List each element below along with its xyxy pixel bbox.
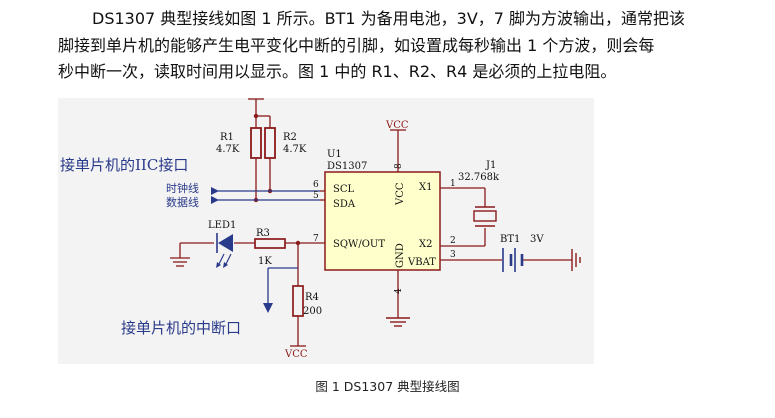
pin-5-number: 5 (313, 191, 319, 201)
u1-ref: U1 (327, 149, 342, 160)
pin-gnd-label: GND (395, 243, 406, 268)
r1-resistor (250, 127, 262, 159)
pin-x1-label: X1 (419, 182, 432, 193)
pin-x2-label: X2 (419, 239, 432, 250)
j1-ref: J1 (485, 160, 496, 171)
pin-2-number: 2 (450, 236, 456, 246)
pin-vbat-label: VBAT (407, 257, 436, 268)
data-line-label: 数据线 (166, 195, 199, 209)
r4-ref: R4 (305, 292, 319, 303)
clock-line-label: 时钟线 (166, 181, 199, 195)
r1-ref: R1 (220, 132, 234, 143)
sqw-output-network (170, 238, 325, 347)
pin-sqw-label: SQW/OUT (333, 239, 385, 250)
r1-value: 4.7K (216, 144, 240, 155)
iic-lines (211, 187, 320, 204)
r1-r2-pullup-group (248, 98, 276, 200)
pin-3-number: 3 (450, 250, 456, 260)
r2-value: 4.7K (283, 144, 307, 155)
pin-1-number: 1 (450, 179, 456, 189)
vcc-label-bottom: VCC (284, 349, 308, 360)
ground-icon (571, 249, 581, 271)
r2-resistor (264, 127, 276, 159)
u1-chip-body (324, 171, 441, 271)
chip-pin-leads (320, 129, 572, 318)
j1-crystal (473, 206, 497, 227)
r2-ref: R2 (283, 132, 297, 143)
r4-value: 200 (303, 306, 322, 317)
figure-caption: 图 1 DS1307 典型接线图 (315, 379, 460, 394)
pin-vcc-label: VCC (395, 182, 406, 206)
bt1-value: 3V (530, 234, 544, 245)
r4-resistor (292, 285, 304, 317)
paragraph-line: DS1307 典型接线如图 1 所示。BT1 为备用电池，3V，7 脚为方波输出… (92, 9, 686, 28)
pin-6-number: 6 (313, 180, 319, 190)
paragraph-line: 脚接到单片机的能够产生电平变化中断的引脚，如设置成每秒输出 1 个方波，则会每 (58, 35, 655, 55)
bt1-ref: BT1 (500, 234, 520, 245)
vcc-label-top: VCC (241, 98, 265, 101)
paragraph-line: 秒中断一次，读取时间用以显示。图 1 中的 R1、R2、R4 是必须的上拉电阻。 (58, 62, 617, 81)
led1-ref: LED1 (208, 220, 236, 231)
r3-value: 1K (258, 256, 272, 267)
r3-resistor (254, 238, 286, 249)
interrupt-arrow-icon (263, 303, 273, 313)
bt1-battery (502, 248, 524, 272)
pin-sda-label: SDA (333, 199, 356, 210)
description-paragraph: DS1307 典型接线如图 1 所示。BT1 为备用电池，3V，7 脚为方波输出… (58, 6, 758, 86)
pin-7-number: 7 (313, 234, 319, 244)
pin-4-number: 4 (394, 288, 404, 294)
interrupt-line (267, 267, 298, 305)
r3-ref: R3 (256, 228, 270, 239)
interrupt-port-label: 接单片机的中断口 (121, 319, 241, 337)
vcc-label-chip: VCC (385, 120, 409, 131)
ground-icon (386, 317, 410, 327)
pin-scl-label: SCL (333, 184, 355, 195)
led1-diode (216, 233, 233, 268)
iic-interface-label: 接单片机的IIC接口 (60, 156, 188, 174)
j1-value: 32.768k (458, 172, 500, 183)
pin-8-number: 8 (394, 163, 404, 169)
ds1307-schematic: VCC R1 4.7K R2 4.7K 接单片机的IIC接口 时钟线 数据线 U… (60, 90, 581, 360)
schematic-figure: VCC R1 4.7K R2 4.7K 接单片机的IIC接口 时钟线 数据线 U… (58, 90, 594, 364)
u1-part: DS1307 (327, 161, 367, 172)
